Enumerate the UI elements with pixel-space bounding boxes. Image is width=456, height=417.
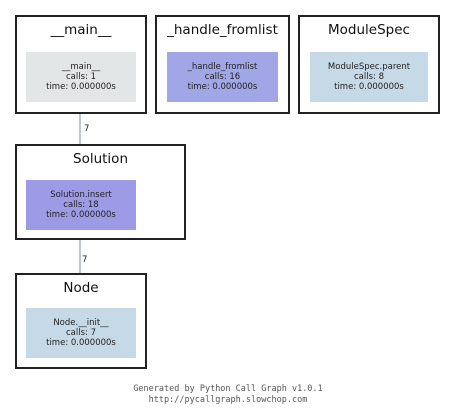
node-handle-name: _handle_fromlist [187,62,258,72]
node-modulespec-parent[interactable]: ModuleSpec.parent calls: 8 time: 0.00000… [310,52,428,102]
node-insert-name: Solution.insert [50,190,112,200]
cluster-title-modulespec: ModuleSpec [328,22,410,38]
footer-generated-by: Generated by Python Call Graph v1.0.1 [133,384,323,394]
node-modulespec-name: ModuleSpec.parent [327,62,411,72]
cluster-title-solution: Solution [73,151,128,167]
node-main-calls: calls: 1 [65,72,96,82]
node-modulespec-calls: calls: 8 [353,72,384,82]
node-insert-calls: calls: 18 [63,200,99,210]
node-main[interactable]: __main__ calls: 1 time: 0.000000s [26,52,136,102]
node-init-name: Node.__init__ [53,318,109,328]
node-main-name: __main__ [61,62,101,72]
cluster-title-main: __main__ [50,22,112,38]
node-handle-fromlist[interactable]: _handle_fromlist calls: 16 time: 0.00000… [167,52,278,102]
node-main-time: time: 0.000000s [46,82,116,92]
node-handle-calls: calls: 16 [204,72,241,82]
edge-label-insert-to-node-init: 7 [82,255,87,265]
node-init-calls: calls: 7 [65,328,96,338]
node-init-time: time: 0.000000s [46,338,116,348]
footer-url: http://pycallgraph.slowchop.com [148,395,308,405]
cluster-title-handle-fromlist: _handle_fromlist [167,22,278,38]
cluster-title-node: Node [63,280,99,296]
node-handle-time: time: 0.000000s [187,82,258,92]
node-modulespec-time: time: 0.000000s [334,82,404,92]
node-node-init[interactable]: Node.__init__ calls: 7 time: 0.000000s [26,308,136,358]
edge-label-main-to-insert: 7 [84,124,89,134]
node-solution-insert[interactable]: Solution.insert calls: 18 time: 0.000000… [26,180,136,230]
node-insert-time: time: 0.000000s [46,210,116,220]
